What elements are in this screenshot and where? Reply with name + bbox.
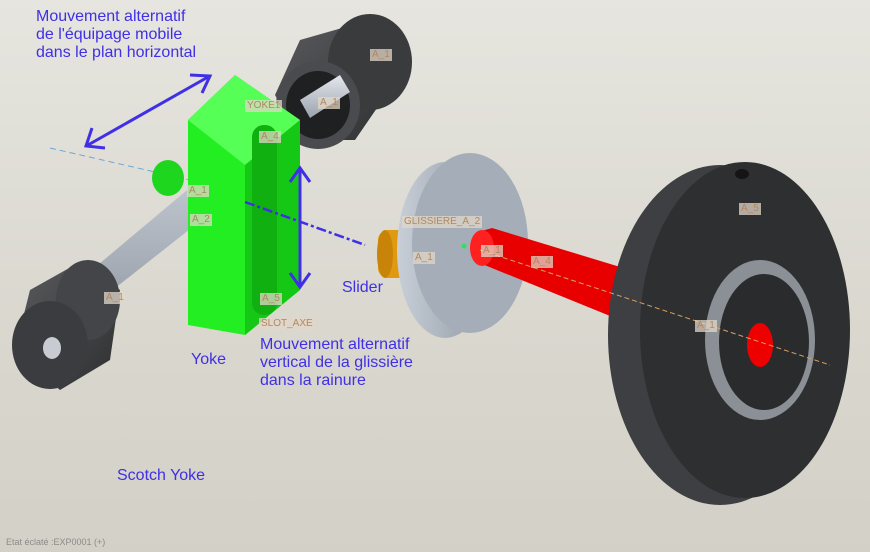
datum-label: SLOT_AXE [259, 318, 315, 330]
datum-label: A_1 [481, 245, 503, 257]
glissiere-disc [397, 153, 528, 338]
horizontal-motion-note: Mouvement alternatif de l'équipage mobil… [36, 8, 197, 61]
left-wheel [12, 260, 120, 390]
datum-label: A_4 [531, 256, 553, 268]
horizontal-motion-arrow [83, 73, 213, 150]
diagram-title: Scotch Yoke [117, 467, 206, 484]
datum-label: YOKE1 [245, 100, 283, 112]
datum-label: A_2 [190, 214, 212, 226]
datum-label: A_1 [318, 97, 340, 109]
datum-label: A_4 [259, 131, 281, 143]
datum-label: A_1 [695, 320, 717, 332]
vertical-motion-arrow [288, 165, 312, 290]
datum-label: A_5 [260, 293, 282, 305]
datum-label: A_1 [187, 185, 209, 197]
status-bar: Etat éclaté :EXP0001 (+) [6, 537, 106, 547]
crank-axis [479, 249, 831, 366]
datum-label: A_5 [739, 203, 761, 215]
datum-label: A_1 [413, 252, 435, 264]
flywheel [608, 162, 850, 505]
yoke-label: Yoke [191, 351, 226, 368]
slider-axis [244, 200, 366, 247]
axis-line [49, 147, 191, 181]
slider-label: Slider [342, 279, 383, 296]
datum-label: A_1 [370, 49, 392, 61]
datum-label: A_1 [104, 292, 126, 304]
vertical-motion-note: Mouvement alternatif vertical de la glis… [260, 336, 413, 389]
datum-label: GLISSIERE_A_2 [402, 216, 483, 228]
